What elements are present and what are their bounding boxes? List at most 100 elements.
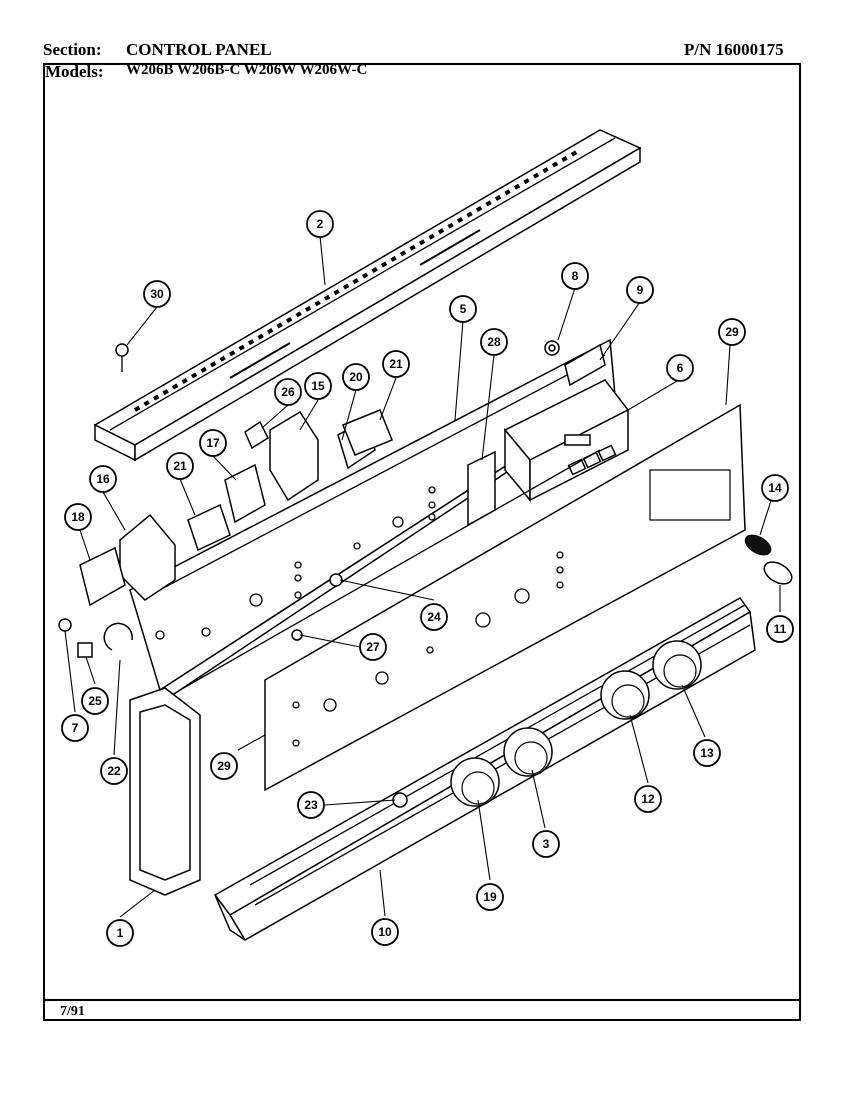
svg-text:12: 12 bbox=[641, 792, 655, 806]
svg-text:2: 2 bbox=[317, 217, 324, 231]
callout-1: 1 bbox=[106, 919, 134, 947]
svg-text:17: 17 bbox=[206, 436, 220, 450]
callout-7: 7 bbox=[61, 714, 89, 742]
svg-text:8: 8 bbox=[572, 269, 579, 283]
part-number: P/N 16000175 bbox=[684, 40, 784, 59]
callout-12: 12 bbox=[634, 785, 662, 813]
svg-text:18: 18 bbox=[71, 510, 85, 524]
part-2-top-rail bbox=[93, 129, 642, 462]
revision-date: 7/91 bbox=[60, 1004, 85, 1019]
callout-30: 30 bbox=[143, 280, 171, 308]
diagram-frame bbox=[43, 63, 801, 1021]
callout-13: 13 bbox=[693, 739, 721, 767]
svg-text:23: 23 bbox=[304, 798, 318, 812]
part-8-grommet bbox=[544, 340, 560, 356]
models-list: W206B W206B-C W206W W206W-C bbox=[126, 62, 368, 78]
svg-text:29: 29 bbox=[217, 759, 231, 773]
svg-text:21: 21 bbox=[173, 459, 187, 473]
part-6-timer bbox=[503, 379, 630, 503]
callout-29-lower: 29 bbox=[210, 752, 238, 780]
callout-23: 23 bbox=[297, 791, 325, 819]
section-title: CONTROL PANEL bbox=[126, 40, 272, 59]
part-23-grommet bbox=[392, 792, 408, 808]
svg-text:26: 26 bbox=[281, 385, 295, 399]
svg-text:13: 13 bbox=[700, 746, 714, 760]
part-2-slots bbox=[133, 148, 582, 412]
part-7-screw bbox=[58, 618, 72, 632]
leader-lines bbox=[64, 235, 781, 918]
section-label: Section: bbox=[43, 40, 102, 59]
svg-text:15: 15 bbox=[311, 379, 325, 393]
part-22-clip bbox=[103, 622, 133, 651]
part-12-knob bbox=[600, 670, 650, 720]
svg-text:6: 6 bbox=[677, 361, 684, 375]
callout-2: 2 bbox=[306, 210, 334, 238]
callout-10: 10 bbox=[371, 918, 399, 946]
part-14-spring bbox=[744, 534, 772, 556]
callout-20: 20 bbox=[342, 363, 370, 391]
callout-5: 5 bbox=[449, 295, 477, 323]
part-29-left-strip bbox=[179, 449, 601, 691]
part-25-bracket bbox=[77, 642, 93, 658]
callout-29-upper: 29 bbox=[718, 318, 746, 346]
svg-text:19: 19 bbox=[483, 890, 497, 904]
svg-text:24: 24 bbox=[427, 610, 441, 624]
svg-text:1: 1 bbox=[117, 926, 124, 940]
footer-divider bbox=[43, 999, 801, 1001]
callout-15: 15 bbox=[304, 372, 332, 400]
callout-21-upper: 21 bbox=[382, 350, 410, 378]
svg-text:29: 29 bbox=[725, 325, 739, 339]
callout-24: 24 bbox=[420, 603, 448, 631]
part-19-knob bbox=[450, 757, 500, 807]
callout-3: 3 bbox=[532, 830, 560, 858]
callout-22: 22 bbox=[100, 757, 128, 785]
part-21-switch-upper bbox=[342, 409, 393, 456]
part-1-end-cap bbox=[129, 687, 201, 896]
callout-18: 18 bbox=[64, 503, 92, 531]
callout-16: 16 bbox=[89, 465, 117, 493]
part-29-holes bbox=[292, 551, 564, 747]
part-29-right-panel bbox=[264, 403, 746, 792]
callout-11: 11 bbox=[766, 615, 794, 643]
svg-text:5: 5 bbox=[460, 302, 467, 316]
svg-text:3: 3 bbox=[543, 837, 550, 851]
svg-text:16: 16 bbox=[96, 472, 110, 486]
svg-text:10: 10 bbox=[378, 925, 392, 939]
models-label: Models: bbox=[45, 62, 104, 81]
part-3-knob bbox=[503, 727, 553, 777]
svg-text:25: 25 bbox=[88, 694, 102, 708]
svg-text:7: 7 bbox=[72, 721, 79, 735]
svg-text:27: 27 bbox=[366, 640, 380, 654]
callout-21-lower: 21 bbox=[166, 452, 194, 480]
callout-26: 26 bbox=[274, 378, 302, 406]
svg-text:28: 28 bbox=[487, 335, 501, 349]
part-15-switch bbox=[269, 410, 319, 502]
part-18-block bbox=[79, 546, 126, 607]
callout-25: 25 bbox=[81, 687, 109, 715]
callout-14: 14 bbox=[761, 474, 789, 502]
svg-text:14: 14 bbox=[768, 481, 782, 495]
part-30-screw bbox=[115, 343, 129, 372]
callout-28: 28 bbox=[480, 328, 508, 356]
part-17-block bbox=[224, 463, 266, 524]
callout-19: 19 bbox=[476, 883, 504, 911]
part-5-holes bbox=[155, 486, 436, 640]
part-21-switch-lower bbox=[187, 503, 231, 552]
callout-6: 6 bbox=[666, 354, 694, 382]
callout-8: 8 bbox=[561, 262, 589, 290]
part-9-clip bbox=[564, 343, 606, 387]
part-11-sleeve bbox=[763, 561, 793, 585]
svg-text:20: 20 bbox=[349, 370, 363, 384]
part-13-knob bbox=[652, 640, 702, 690]
svg-text:22: 22 bbox=[107, 764, 121, 778]
part-28-board bbox=[467, 450, 496, 527]
svg-text:30: 30 bbox=[150, 287, 164, 301]
svg-text:21: 21 bbox=[389, 357, 403, 371]
svg-text:9: 9 bbox=[637, 283, 644, 297]
part-26-bracket bbox=[244, 420, 269, 450]
callout-17: 17 bbox=[199, 429, 227, 457]
callout-27: 27 bbox=[359, 633, 387, 661]
svg-text:11: 11 bbox=[774, 622, 787, 636]
callout-9: 9 bbox=[626, 276, 654, 304]
